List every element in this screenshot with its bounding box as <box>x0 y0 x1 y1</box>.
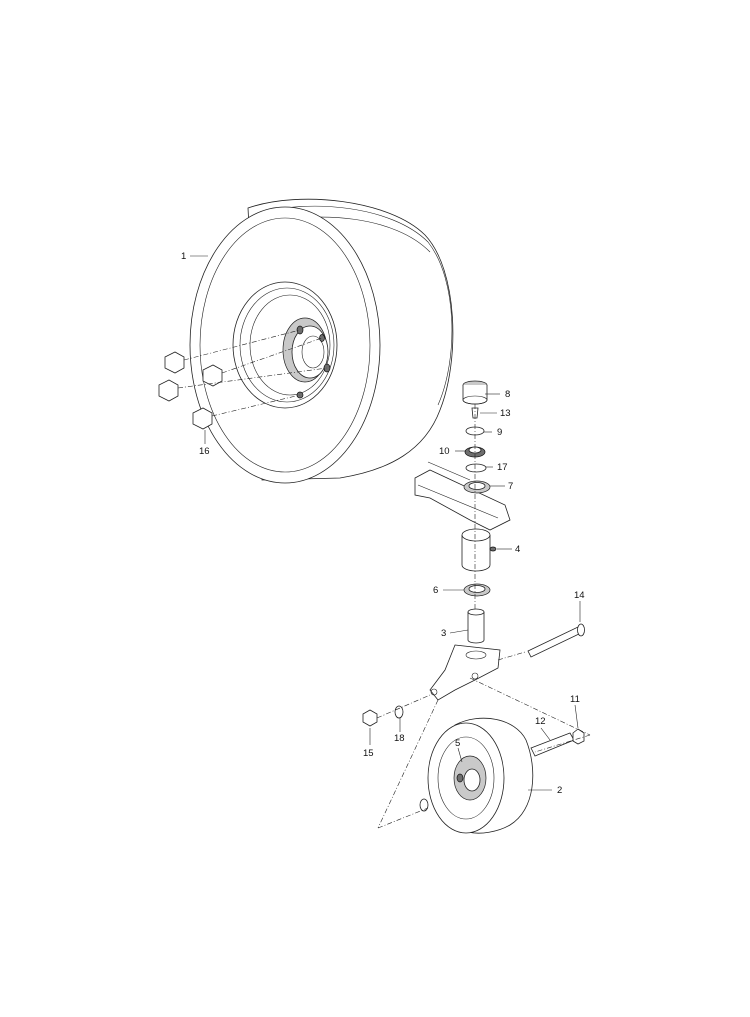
caster-arm <box>414 461 511 531</box>
assembly-lines <box>376 404 591 829</box>
callout-15: 15 <box>363 748 374 759</box>
caster-spindle <box>467 608 485 644</box>
callout-labels: 1 8 13 9 10 17 7 4 6 3 14 11 12 5 2 15 1… <box>181 251 585 796</box>
callout-10: 10 <box>439 446 450 457</box>
callout-13: 13 <box>500 408 511 419</box>
dust-cap <box>462 380 488 405</box>
callout-8: 8 <box>505 389 510 400</box>
bearing-cup-upper <box>463 480 491 494</box>
callout-3: 3 <box>441 628 446 639</box>
washer-18 <box>394 705 404 719</box>
caster-housing <box>461 528 497 572</box>
callout-14: 14 <box>574 590 585 601</box>
callout-12: 12 <box>535 716 546 727</box>
callout-6: 6 <box>433 585 438 596</box>
callout-4: 4 <box>515 544 520 555</box>
lug-nuts <box>158 329 328 430</box>
grease-fitting <box>471 407 479 419</box>
callout-1: 1 <box>181 251 186 262</box>
rear-tire <box>189 198 454 484</box>
callout-17: 17 <box>497 462 508 473</box>
callout-5: 5 <box>455 738 460 749</box>
callout-18: 18 <box>394 733 405 744</box>
caster-tire <box>419 717 534 834</box>
callout-2: 2 <box>557 785 562 796</box>
callout-16: 16 <box>199 446 210 457</box>
washer-17 <box>465 463 487 473</box>
callout-7: 7 <box>508 481 513 492</box>
caster-axle <box>530 732 575 757</box>
axle-bolt <box>527 623 585 658</box>
leader-lines <box>190 255 581 791</box>
nut-11 <box>572 728 585 745</box>
caster-fork <box>429 644 501 701</box>
nut-15 <box>362 709 378 727</box>
callout-9: 9 <box>497 427 502 438</box>
callout-11: 11 <box>570 694 580 705</box>
bearing-cup-lower <box>463 583 491 597</box>
